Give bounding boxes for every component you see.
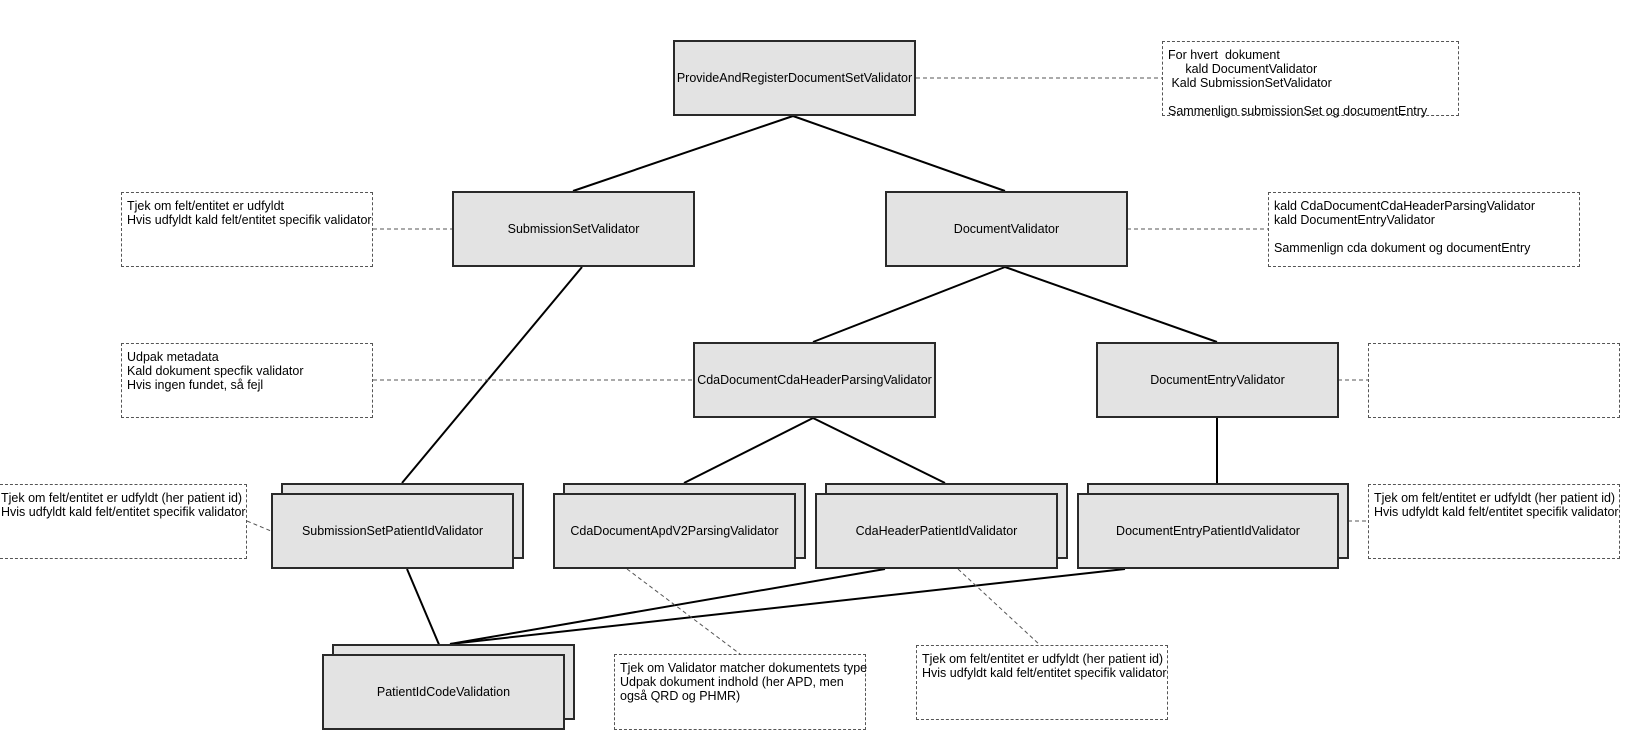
edge-provide-to-document	[792, 115, 1006, 192]
cda-header-parsing-note: Udpak metadata Kald dokument specfik val…	[121, 343, 373, 418]
node-label: DocumentEntryPatientIdValidator	[1116, 524, 1300, 538]
edge-submission-set-to-patient-id	[401, 266, 583, 484]
node-label: SubmissionSetPatientIdValidator	[301, 524, 484, 538]
document-entry-patient-id-note: Tjek om felt/entitet er udfyldt (her pat…	[1368, 484, 1620, 559]
submission-set-patient-id-note: Tjek om felt/entitet er udfyldt (her pat…	[0, 484, 247, 559]
document-validator[interactable]: DocumentValidator	[885, 191, 1128, 267]
node-label: SubmissionSetValidator	[507, 222, 640, 236]
cda-document-apd-v2-parsing-validator[interactable]: CdaDocumentApdV2ParsingValidator	[553, 493, 796, 569]
node-label: CdaDocumentApdV2ParsingValidator	[570, 524, 779, 538]
node-label: CdaHeaderPatientIdValidator	[855, 524, 1018, 538]
cda-apd-parsing-note: Tjek om Validator matcher dokumentets ty…	[614, 654, 867, 730]
document-note: kald CdaDocumentCdaHeaderParsingValidato…	[1268, 192, 1580, 267]
edge-submission-set-patient-id-to-code	[406, 568, 444, 655]
edge-cda-header-parsing-to-header-patient-id	[812, 417, 946, 484]
patient-id-code-validation[interactable]: PatientIdCodeValidation	[322, 654, 565, 730]
edge-document-to-cda-header-parsing	[812, 266, 1006, 343]
edge-cda-header-parsing-to-apd	[683, 417, 814, 484]
link-apd-parsing-note	[626, 568, 741, 655]
provide-note: For hvert dokument kald DocumentValidato…	[1162, 41, 1459, 118]
document-entry-patient-id-validator[interactable]: DocumentEntryPatientIdValidator	[1077, 493, 1339, 569]
document-entry-note	[1368, 343, 1620, 418]
submission-set-patient-id-validator[interactable]: SubmissionSetPatientIdValidator	[271, 493, 514, 569]
cda-header-patient-id-note: Tjek om felt/entitet er udfyldt (her pat…	[916, 645, 1168, 720]
link-submission-set-patient-id-note	[246, 520, 272, 532]
edge-document-to-document-entry	[1004, 266, 1218, 343]
submission-set-validator[interactable]: SubmissionSetValidator	[452, 191, 695, 267]
node-label: PatientIdCodeValidation	[376, 685, 511, 699]
document-entry-validator[interactable]: DocumentEntryValidator	[1096, 342, 1339, 418]
provide-and-register-document-set-validator[interactable]: ProvideAndRegisterDocumentSetValidator	[673, 40, 916, 116]
edge-provide-to-submission-set	[572, 115, 794, 192]
node-label: ProvideAndRegisterDocumentSetValidator	[676, 71, 913, 85]
submission-set-note: Tjek om felt/entitet er udfyldt Hvis udf…	[121, 192, 373, 267]
cda-header-patient-id-validator[interactable]: CdaHeaderPatientIdValidator	[815, 493, 1058, 569]
node-label: CdaDocumentCdaHeaderParsingValidator	[697, 373, 932, 387]
node-label: DocumentEntryValidator	[1150, 373, 1285, 387]
edge-header-patient-id-to-code	[449, 568, 886, 645]
cda-document-cda-header-parsing-validator[interactable]: CdaDocumentCdaHeaderParsingValidator	[693, 342, 936, 418]
link-header-patient-id-note	[957, 568, 1041, 646]
node-label: DocumentValidator	[953, 222, 1060, 236]
edge-entry-patient-id-to-code	[449, 568, 1126, 645]
